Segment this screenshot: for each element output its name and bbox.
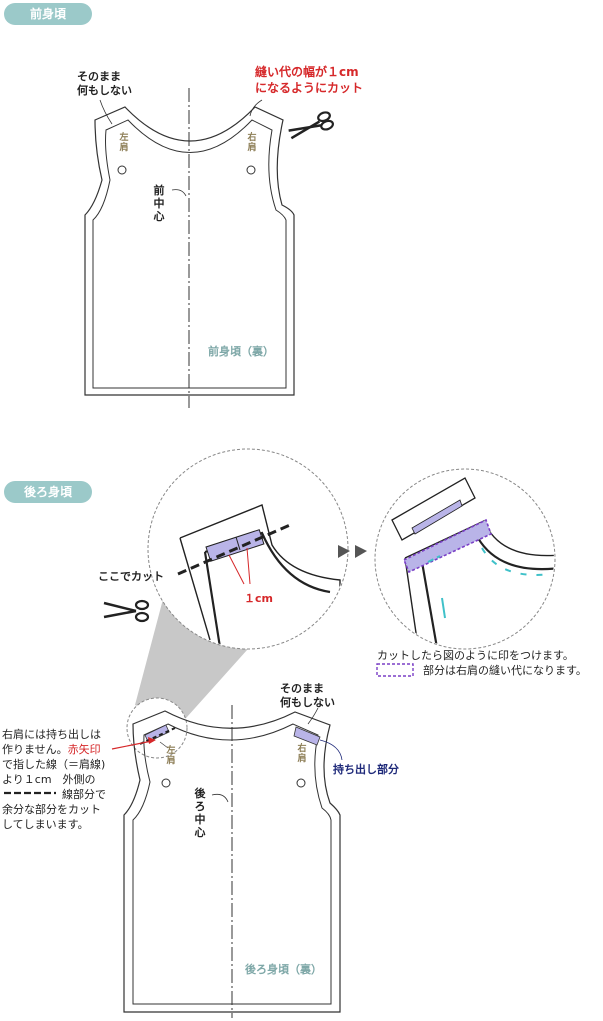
after-cut-note: カットしたら図のように印をつけます。 部分は右肩の縫い代になります。	[377, 649, 587, 677]
extension-label: 持ち出し部分	[333, 763, 399, 776]
scissors-icon-back	[103, 599, 150, 623]
back-outer-line	[123, 710, 341, 1013]
zoom2-teal3	[441, 597, 446, 619]
cut-highlight-small	[144, 724, 170, 743]
arrow-right-2	[355, 545, 367, 558]
back-center-label: 後ろ中心	[194, 787, 206, 839]
zoom-circle-before	[147, 448, 349, 650]
back-instruction: 右肩には持ち出しは 作りません。赤矢印 で指した線（＝肩線) より１cm 外側の…	[2, 728, 106, 831]
back-right-notch	[296, 778, 306, 788]
scissors-icon	[288, 111, 334, 140]
zoom-source-circle	[126, 697, 188, 759]
cut-here-label: ここでカット	[98, 570, 164, 583]
one-cm-label: １cm	[244, 592, 273, 605]
extension-pointer	[319, 739, 343, 761]
front-center-pointer	[171, 189, 187, 197]
front-left-notch	[117, 165, 127, 175]
zoom2-teal2	[481, 547, 553, 576]
front-right-shoulder-label: 右肩	[247, 133, 257, 153]
back-left-shoulder-label: 左肩	[166, 746, 176, 766]
front-cut-note: 縫い代の幅が１cm になるようにカット	[255, 65, 364, 95]
front-left-pointer	[99, 99, 113, 125]
back-center-pointer	[211, 793, 229, 803]
legend-dashed-box	[376, 663, 414, 677]
arrow-right-1	[338, 545, 350, 558]
zoom2-cut-highlight	[411, 499, 463, 535]
extension-highlight	[293, 726, 321, 746]
zoom-circle-after	[374, 468, 556, 650]
front-section-tag: 前身頃	[4, 3, 92, 25]
zoom1-inner	[203, 531, 331, 648]
front-leave-label: そのまま 何もしない	[77, 70, 132, 97]
zoom1-outer	[179, 504, 341, 648]
left-shoulder-pointer	[159, 741, 169, 749]
front-inner-line	[92, 119, 287, 389]
back-right-shoulder-label: 右肩	[297, 744, 307, 764]
front-center-label: 前中心	[153, 184, 165, 223]
red-arrow-head	[148, 737, 156, 744]
back-left-notch	[161, 778, 171, 788]
zoom1-red1	[228, 554, 245, 585]
zoom1-tick	[235, 536, 241, 551]
front-left-shoulder-label: 左肩	[119, 133, 129, 153]
zoom1-dashed	[177, 523, 291, 576]
zoom1-red2	[246, 547, 251, 585]
red-arrow	[111, 740, 153, 750]
back-inner-line	[132, 723, 332, 1005]
leave-pointer	[307, 707, 319, 725]
back-piece-label: 後ろ身頃（裏）	[245, 963, 322, 976]
front-piece-label: 前身頃（裏）	[208, 345, 274, 358]
front-outer-line	[84, 106, 295, 396]
front-right-notch	[246, 165, 256, 175]
front-bodice-pattern	[84, 88, 334, 408]
back-leave-label: そのまま 何もしない	[280, 682, 335, 709]
front-cut-pointer	[249, 99, 263, 117]
zoom2-cut-piece	[391, 477, 476, 541]
back-section-tag: 後ろ身頃	[4, 481, 92, 503]
zoom2-teal1	[427, 555, 441, 563]
zoom2-highlight	[402, 518, 492, 574]
